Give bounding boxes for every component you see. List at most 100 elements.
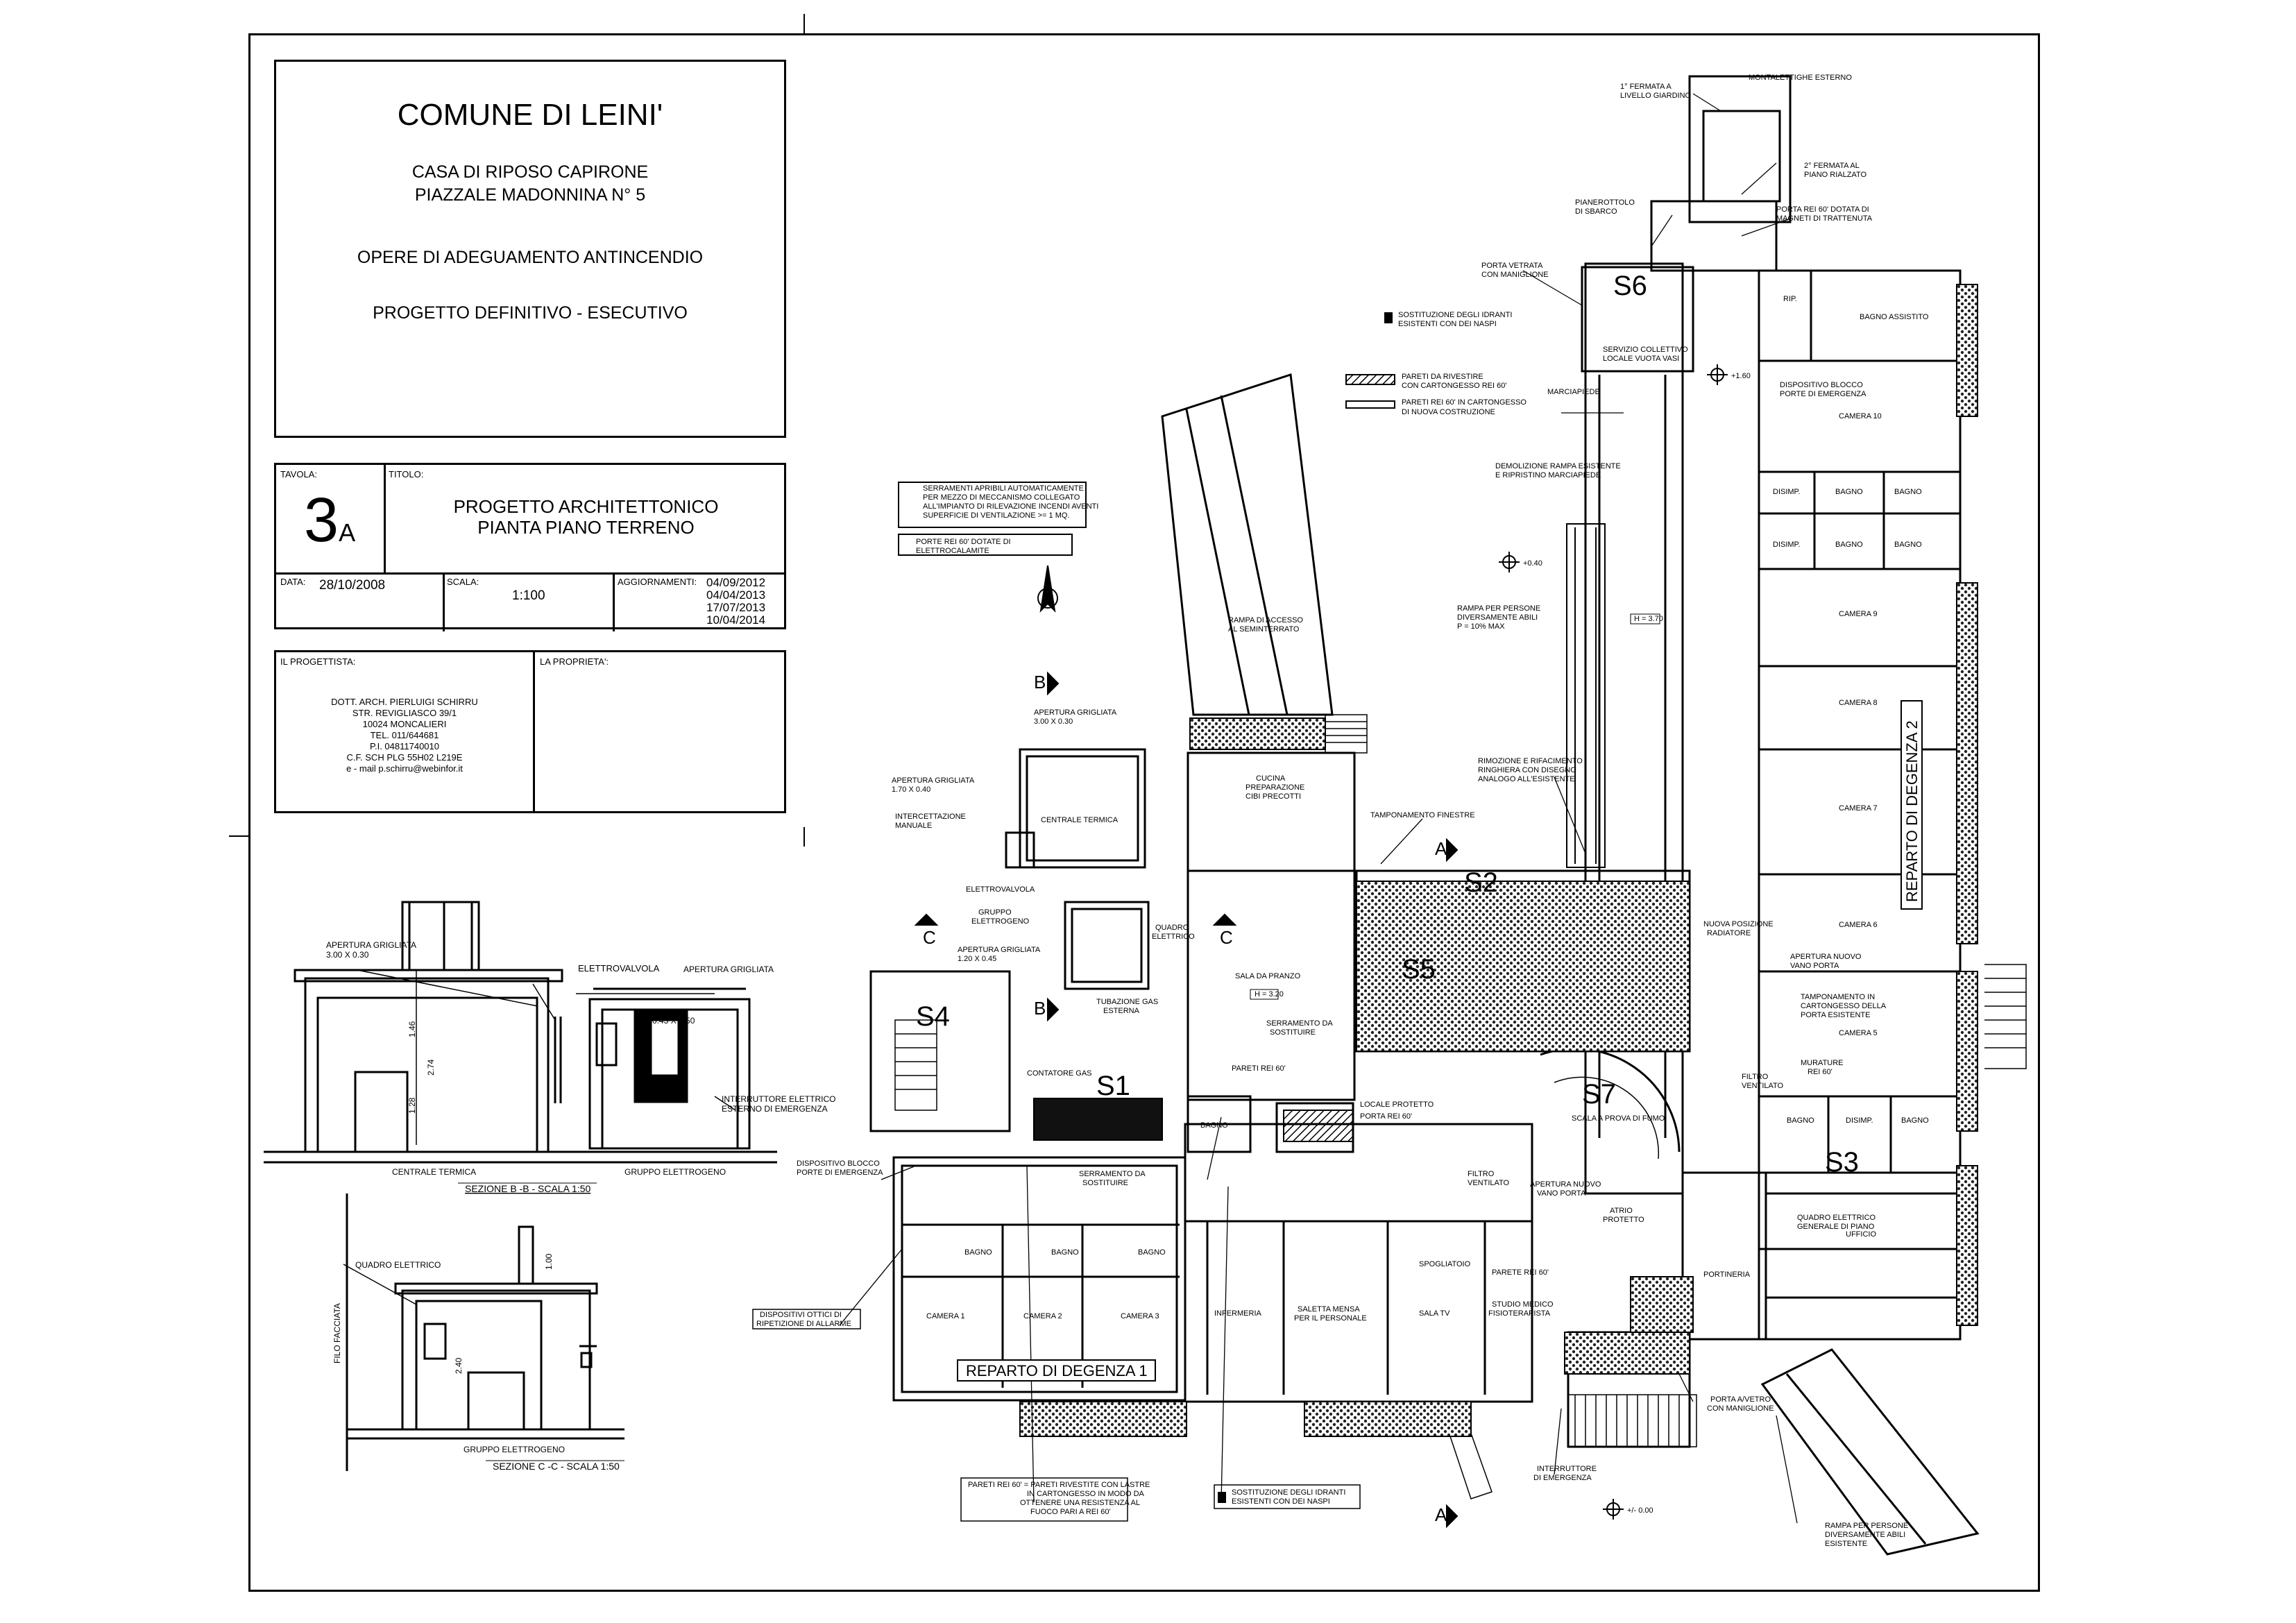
legend-pareti-nuove-2: DI NUOVA COSTRUZIONE — [1402, 408, 1495, 416]
note-spogliatoio: SPOGLIATOIO — [1419, 1260, 1471, 1268]
note-apertura-griglia-a-dim: 3.00 X 0.30 — [1034, 717, 1073, 726]
room-bagno: BAGNO — [1138, 1248, 1166, 1257]
room-camera-3: CAMERA 3 — [1121, 1312, 1159, 1320]
legend-naspi-symbol — [1384, 312, 1393, 323]
note-tamponamento-cart: TAMPONAMENTO IN — [1801, 993, 1875, 1001]
room-sala-tv: SALA TV — [1419, 1309, 1450, 1318]
room-bagno-assistito: BAGNO ASSISTITO — [1860, 313, 1929, 321]
note-intercettazione-2: MANUALE — [895, 822, 932, 830]
ramp-access — [1161, 373, 1334, 716]
note-quadro-generale-2: GENERALE DI PIANO — [1797, 1223, 1875, 1231]
note-servizio: SERVIZIO COLLETTIVO — [1603, 346, 1688, 354]
legend-sostituzione-2: ESISTENTI CON DEI NASPI — [1398, 320, 1497, 328]
note-serramento: SERRAMENTO DA — [1079, 1170, 1146, 1178]
room-camera-1: CAMERA 1 — [926, 1312, 965, 1320]
note-rampa-esistente-3: ESISTENTE — [1825, 1540, 1867, 1548]
note-porta-vetrata-2: CON MANIGLIONE — [1481, 271, 1549, 279]
tavola-label: TAVOLA: — [280, 469, 317, 479]
legend-sostituzione-1: SOSTITUZIONE DEGLI IDRANTI — [1398, 311, 1512, 319]
room-atrio: ATRIO — [1610, 1207, 1633, 1215]
stair-label-s4: S4 — [916, 1001, 950, 1032]
room-camera-9: CAMERA 9 — [1839, 610, 1878, 618]
height-370: H = 3.70 — [1634, 615, 1663, 623]
room-rampa-accesso: RAMPA DI ACCESSO — [1228, 616, 1303, 624]
aggiornamenti-label: AGGIORNAMENTI: — [618, 577, 697, 587]
note-tamponamento-cart-2: CARTONGESSO DELLA — [1801, 1002, 1887, 1010]
note-quadro: QUADRO — [1155, 924, 1189, 932]
note-serramento-2: SOSTITUIRE — [1082, 1179, 1128, 1187]
room-bagno: BAGNO — [1835, 541, 1863, 549]
level-000: +/- 0.00 — [1627, 1506, 1653, 1515]
room-camera-2: CAMERA 2 — [1023, 1312, 1062, 1320]
room-bagno: BAGNO — [1894, 541, 1922, 549]
north-arrow-icon — [1037, 565, 1058, 613]
height-320: H = 3.20 — [1255, 990, 1284, 999]
dim-100: 1.00 — [544, 1253, 554, 1270]
note-tubazione-2: ESTERNA — [1103, 1007, 1140, 1015]
room-bagno: BAGNO — [1051, 1248, 1079, 1257]
titolo-label: TITOLO: — [389, 469, 424, 479]
legend-pareti-rivestire: PARETI DA RIVESTIRE — [1402, 373, 1483, 381]
room-bagno: BAGNO — [1835, 488, 1863, 496]
note-muratura: MURATURE — [1801, 1059, 1844, 1067]
height-320-box — [1250, 989, 1279, 1000]
note-pareti-rei-3: OTTENERE UNA RESISTENZA AL — [1020, 1499, 1140, 1507]
note-gruppo-2: ELETTROGENO — [971, 917, 1030, 926]
legend-serramenti-4: SUPERFICIE DI VENTILAZIONE >= 1 MQ. — [923, 511, 1070, 520]
note-apertura-griglia-a: APERTURA GRIGLIATA — [1034, 708, 1117, 717]
section-bb-title: SEZIONE B -B - SCALA 1:50 — [465, 1183, 591, 1194]
building-address: PIAZZALE MADONNINA N° 5 — [414, 185, 646, 205]
note-demolizione-2: E RIPRISTINO MARCIAPIEDE — [1495, 471, 1601, 479]
update-1: 04/09/2012 — [706, 576, 766, 589]
section-mark-icons — [914, 671, 1459, 1529]
progettista-label: IL PROGETTISTA: — [280, 656, 356, 667]
ramp-disabled-north — [1566, 523, 1606, 868]
room-bagno: BAGNO — [1200, 1121, 1228, 1130]
elettrovalvola-label: ELETTROVALVOLA — [578, 963, 660, 974]
update-3: 17/07/2013 — [706, 601, 766, 614]
legend-new-wall-swatch — [1345, 400, 1395, 409]
note-servizio-2: LOCALE VUOTA VASI — [1603, 355, 1679, 363]
ramp-southeast — [1760, 1348, 1980, 1556]
works-title: OPERE DI ADEGUAMENTO ANTINCENDIO — [357, 248, 704, 267]
pareti-rei-note-box — [960, 1477, 1128, 1522]
room-portineria: PORTINERIA — [1703, 1271, 1751, 1279]
legend-serramenti-2: PER MEZZO DI MECCANISMO COLLEGATO — [923, 493, 1080, 502]
data-label: DATA: — [280, 577, 306, 587]
note-rampa-esistente: RAMPA PER PERSONE — [1825, 1522, 1908, 1530]
credit-line: DOTT. ARCH. PIERLUIGI SCHIRRU — [331, 697, 478, 707]
room-camera-8: CAMERA 8 — [1839, 699, 1878, 707]
note-pianerottolo: PIANEROTTOLO — [1575, 198, 1635, 207]
note-demolizione: DEMOLIZIONE RAMPA ESISTENTE — [1495, 462, 1621, 470]
scala-value: 1:100 — [512, 588, 545, 603]
proprieta-label: LA PROPRIETA': — [540, 656, 609, 667]
apertura-grigliata-label: APERTURA GRIGLIATA — [326, 940, 416, 950]
note-porta-rei-magneti: PORTA REI 60' DOTATA DI — [1776, 205, 1869, 214]
reparto-2-label: REPARTO DI DEGENZA 2 — [1903, 720, 1921, 902]
room-studio: STUDIO MEDICO — [1492, 1300, 1554, 1309]
update-2: 04/04/2013 — [706, 588, 766, 602]
note-pareti-rei-4: FUOCO PARI A REI 60' — [1030, 1508, 1111, 1516]
note-tamponamento: TAMPONAMENTO FINESTRE — [1370, 811, 1475, 819]
credit-line: e - mail p.schirru@webinfor.it — [346, 763, 463, 774]
data-value: 28/10/2008 — [319, 578, 386, 593]
note-filtro-2: VENTILATO — [1742, 1082, 1784, 1090]
note-apertura-griglia-c-dim: 1.20 X 0.45 — [958, 955, 996, 963]
note-scala-prova: SCALA A PROVA DI FUMO — [1572, 1114, 1665, 1123]
note-fermata-1a: 1° FERMATA A — [1620, 83, 1672, 91]
apertura-grigliata2-dim: 0.43 X 0.50 — [652, 1016, 695, 1026]
note-interruttore-2: DI EMERGENZA — [1533, 1474, 1592, 1482]
section-mark-b: B — [1034, 672, 1046, 692]
section-bb — [264, 901, 777, 1164]
section-mark-c: C — [1220, 927, 1233, 948]
legend-porte-rei-2: ELETTROCALAMITE — [916, 547, 989, 555]
note-apertura-nuova: APERTURA NUOVO — [1530, 1180, 1601, 1189]
note-apertura-griglia-b: APERTURA GRIGLIATA — [892, 776, 975, 785]
stair-label-s6: S6 — [1613, 271, 1647, 301]
stair-label-s2: S2 — [1464, 867, 1498, 898]
room-marciapiede: MARCIAPIEDE — [1547, 388, 1600, 396]
leader-lines — [839, 93, 1798, 1524]
note-sost-idranti: SOSTITUZIONE DEGLI IDRANTI — [1232, 1488, 1345, 1497]
section-cc-title: SEZIONE C -C - SCALA 1:50 — [493, 1461, 620, 1472]
